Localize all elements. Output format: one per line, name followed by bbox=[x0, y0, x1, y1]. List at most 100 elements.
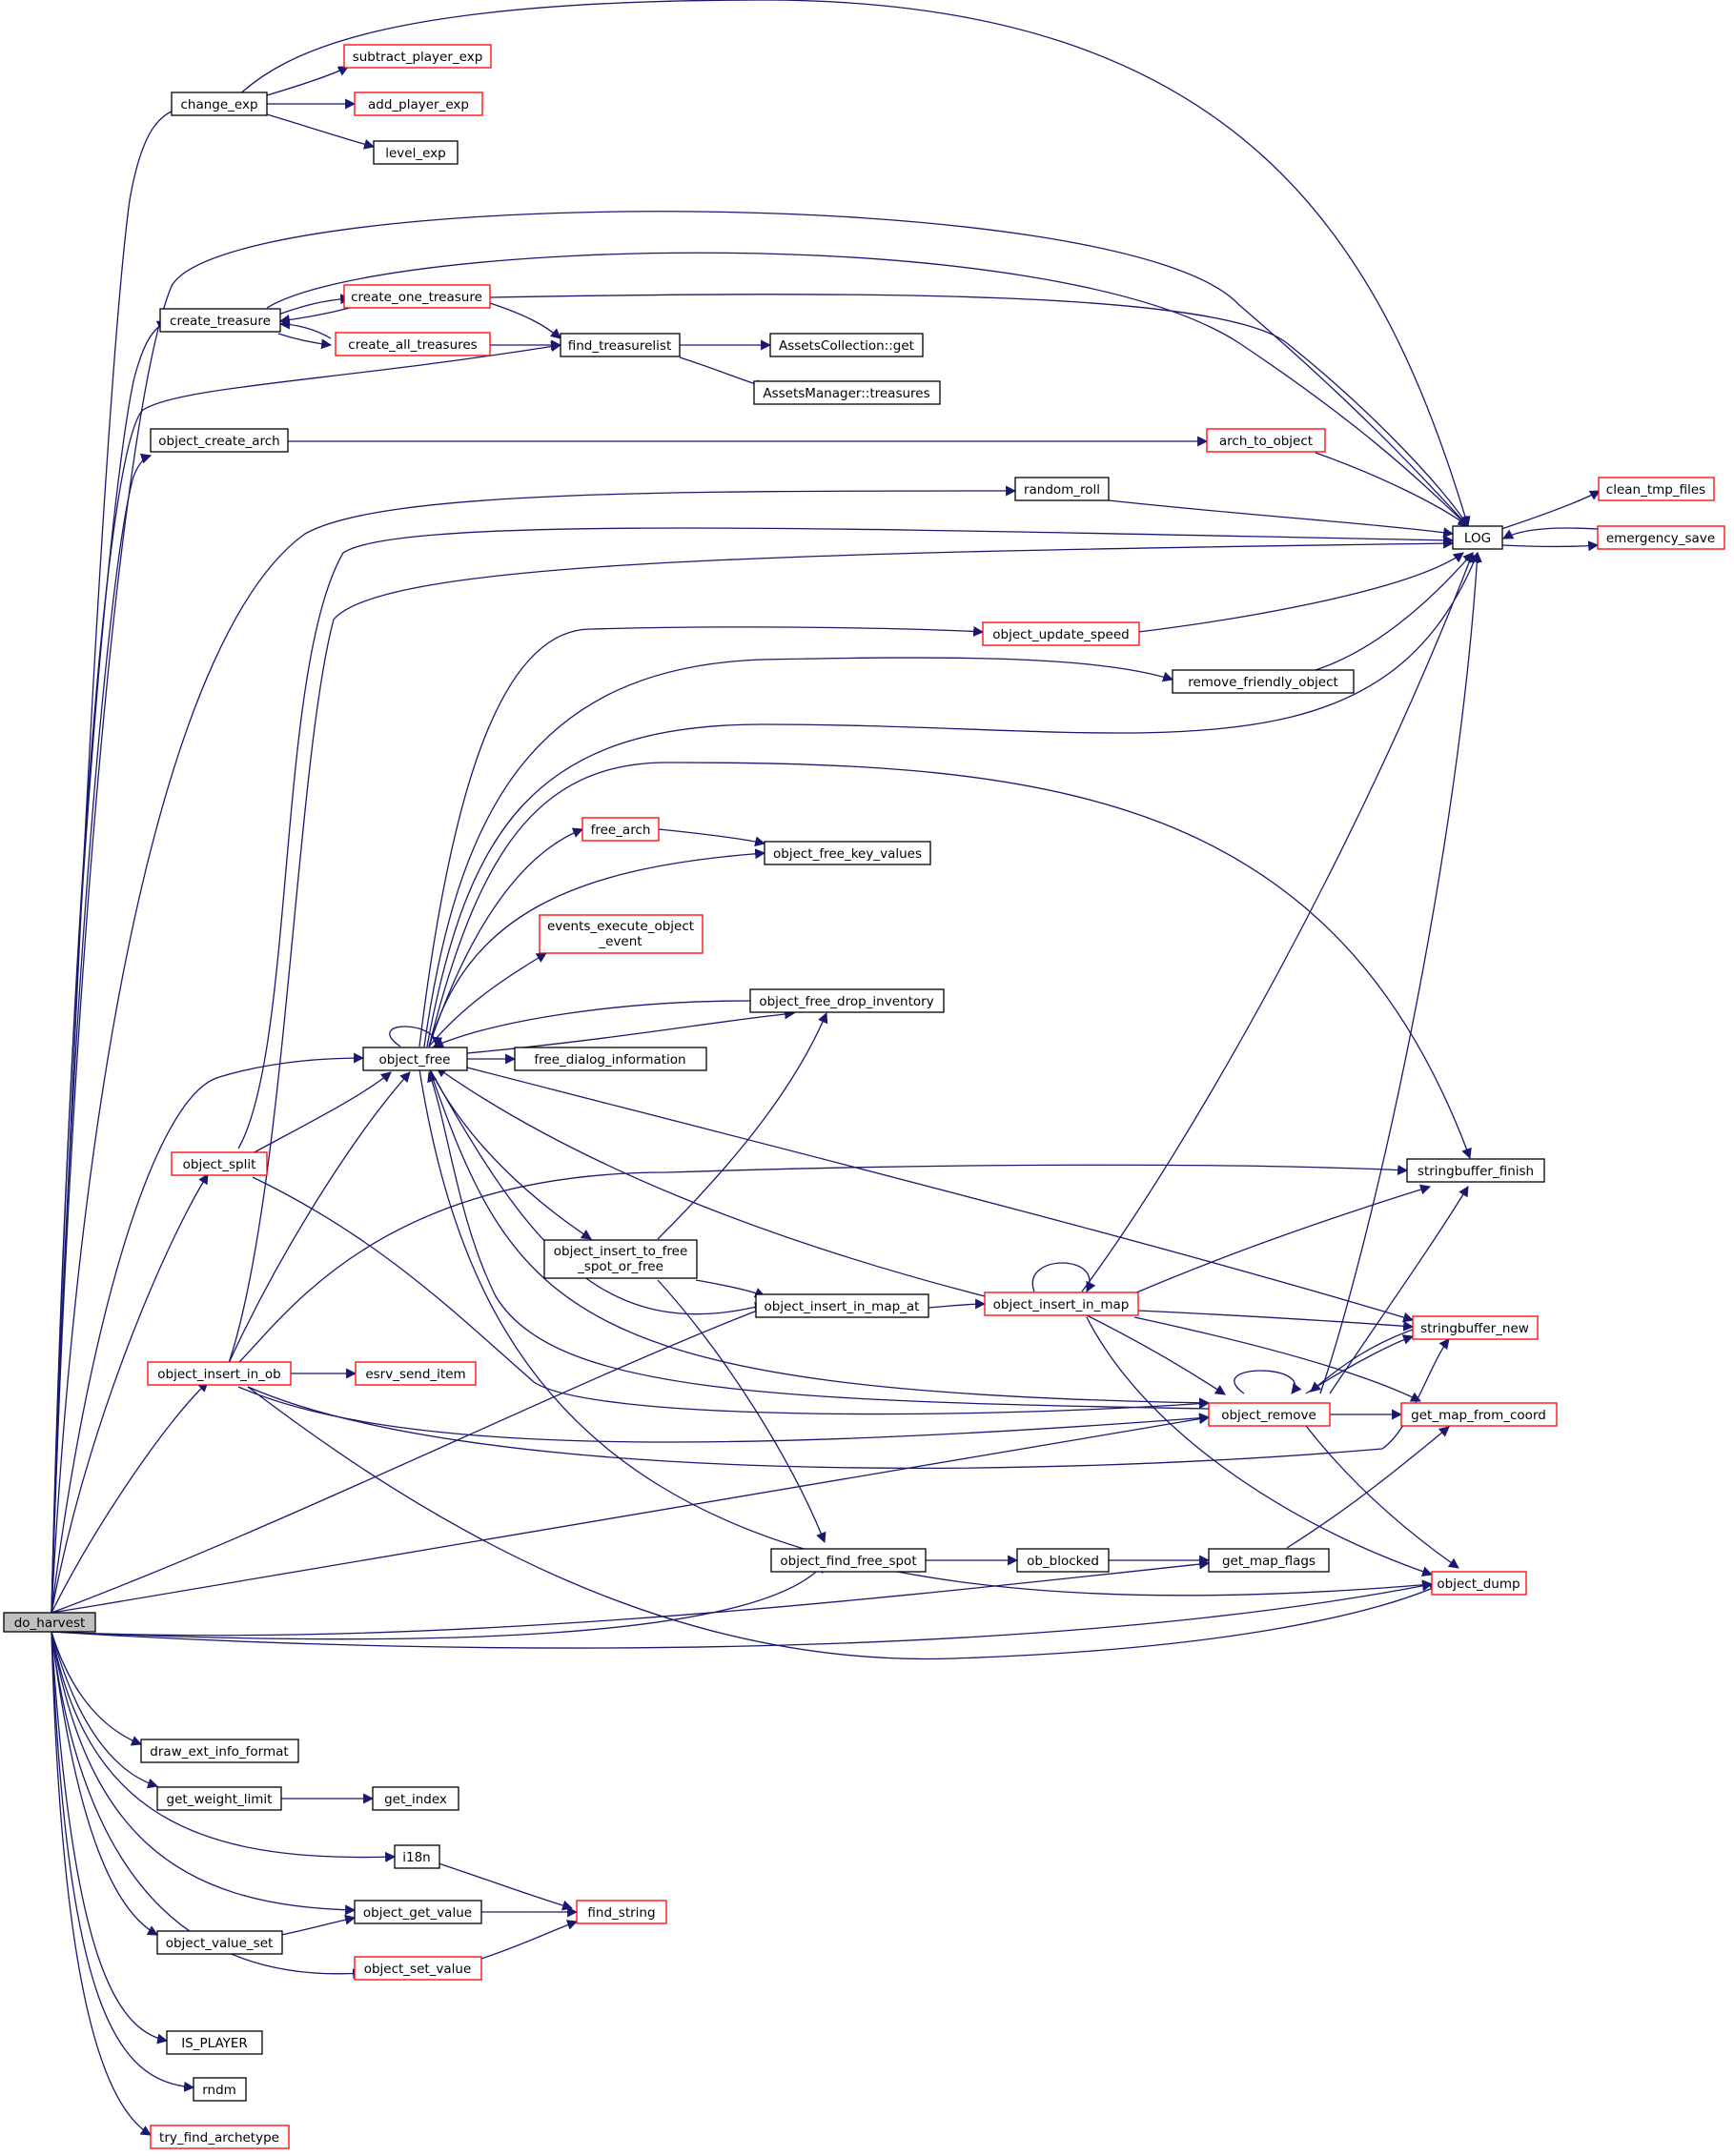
node-get_map_from_coord[interactable]: get_map_from_coord bbox=[1400, 1402, 1558, 1427]
node-get_index[interactable]: get_index bbox=[372, 1786, 459, 1811]
node-random_roll[interactable]: random_roll bbox=[1014, 477, 1110, 501]
edge-object_free-key_values bbox=[428, 848, 766, 1047]
edge-do_harvest-draw_ext_info_format bbox=[51, 1631, 143, 1746]
node-object_value_set[interactable]: object_value_set bbox=[156, 1930, 283, 1955]
node-emergency_save[interactable]: emergency_save bbox=[1597, 525, 1725, 550]
edge-create_treasure-create_all bbox=[277, 333, 333, 350]
edge-drop_inventory-object_free bbox=[432, 1000, 751, 1048]
edge-stringbuffer_new-object_remove bbox=[1310, 1329, 1414, 1393]
node-label: remove_friendly_object bbox=[1188, 675, 1338, 690]
edge-arch_to_object-log bbox=[1315, 452, 1469, 527]
edge-insert_in_ob-object_dump bbox=[247, 1386, 1441, 1660]
edge-create_one-find_treasurelist bbox=[489, 302, 561, 339]
node-label: get_map_from_coord bbox=[1411, 1408, 1546, 1423]
node-create_one_treasure[interactable]: create_one_treasure bbox=[343, 284, 491, 309]
node-object_insert_in_map_at[interactable]: object_insert_in_map_at bbox=[755, 1293, 929, 1318]
node-create_all_treasures[interactable]: create_all_treasures bbox=[335, 332, 491, 356]
node-find_string[interactable]: find_string bbox=[576, 1900, 667, 1924]
node-add_player_exp[interactable]: add_player_exp bbox=[354, 92, 483, 116]
edge-object_remove-self bbox=[1234, 1370, 1302, 1394]
node-object_free[interactable]: object_free bbox=[362, 1047, 468, 1071]
node-label: emergency_save bbox=[1606, 531, 1715, 546]
node-find_treasurelist[interactable]: find_treasurelist bbox=[560, 333, 681, 357]
node-label-line2: _event bbox=[598, 934, 642, 949]
node-stringbuffer_finish[interactable]: stringbuffer_finish bbox=[1406, 1158, 1545, 1183]
node-label: stringbuffer_finish bbox=[1418, 1164, 1534, 1179]
node-free_arch[interactable]: free_arch bbox=[581, 817, 660, 842]
node-stringbuffer_new[interactable]: stringbuffer_new bbox=[1412, 1315, 1539, 1340]
node-draw_ext_info_format[interactable]: draw_ext_info_format bbox=[140, 1739, 299, 1763]
node-object_free_drop_inventory[interactable]: object_free_drop_inventory bbox=[749, 988, 945, 1013]
node-label: create_one_treasure bbox=[351, 290, 482, 305]
node-object_split[interactable]: object_split bbox=[171, 1151, 268, 1176]
node-object_remove[interactable]: object_remove bbox=[1208, 1402, 1331, 1427]
node-i18n[interactable]: i18n bbox=[394, 1844, 440, 1869]
edge-object_remove-object_free bbox=[427, 1070, 1210, 1410]
node-label: object_get_value bbox=[363, 1905, 472, 1921]
node-change_exp[interactable]: change_exp bbox=[171, 92, 268, 116]
node-label: object_free_key_values bbox=[773, 846, 922, 862]
node-clean_tmp_files[interactable]: clean_tmp_files bbox=[1598, 477, 1715, 501]
node-get_map_flags[interactable]: get_map_flags bbox=[1208, 1548, 1330, 1573]
edge-update_speed-log bbox=[1137, 552, 1464, 633]
node-assets_get[interactable]: AssetsCollection::get bbox=[769, 333, 924, 357]
node-object_insert_to_free_spot_or_free[interactable]: object_insert_to_free _spot_or_free bbox=[543, 1239, 698, 1279]
node-object_dump[interactable]: object_dump bbox=[1431, 1571, 1527, 1596]
node-label: do_harvest bbox=[14, 1616, 86, 1631]
node-remove_friendly_object[interactable]: remove_friendly_object bbox=[1172, 669, 1355, 694]
edge-do_harvest-is_player bbox=[51, 1631, 169, 2044]
edge-object_free-events bbox=[428, 952, 547, 1047]
edge-change_exp-subtract bbox=[266, 66, 349, 96]
node-label: rndm bbox=[202, 2083, 236, 2098]
edge-log-emergency bbox=[1501, 540, 1600, 552]
node-assets_treasures[interactable]: AssetsManager::treasures bbox=[753, 380, 941, 405]
edge-object_remove-stringbuffer_finish bbox=[1329, 1186, 1469, 1394]
edge-do_harvest-object_create_arch bbox=[51, 453, 153, 1614]
node-events_execute_object_event[interactable]: events_execute_object _event bbox=[539, 914, 704, 954]
edge-get_map_flags-get_map_from_coord bbox=[1286, 1426, 1450, 1549]
node-label: i18n bbox=[402, 1850, 431, 1865]
edge-do_harvest-object_remove bbox=[51, 1414, 1211, 1614]
edge-do_harvest-object_insert_in_map_at bbox=[51, 1306, 766, 1614]
edge-do_harvest-try_find_archetype bbox=[51, 1631, 152, 2136]
node-log[interactable]: LOG bbox=[1452, 525, 1503, 550]
node-label: object_insert_in_ob bbox=[157, 1367, 280, 1382]
edge-i18n-find_string bbox=[438, 1862, 574, 1911]
node-object_insert_in_map[interactable]: object_insert_in_map bbox=[984, 1292, 1139, 1316]
node-object_set_value[interactable]: object_set_value bbox=[354, 1956, 482, 1981]
node-object_free_key_values[interactable]: object_free_key_values bbox=[764, 841, 931, 865]
node-label: object_insert_in_map bbox=[993, 1297, 1130, 1312]
node-label: create_all_treasures bbox=[348, 337, 477, 353]
edge-do_harvest-object_set_value bbox=[51, 1631, 364, 1980]
node-label: get_weight_limit bbox=[167, 1792, 273, 1807]
node-do_harvest[interactable]: do_harvest bbox=[3, 1612, 96, 1633]
node-is_player[interactable]: IS_PLAYER bbox=[166, 2030, 263, 2055]
edge-insert_in_map-object_remove bbox=[1086, 1314, 1226, 1395]
node-object_insert_in_ob[interactable]: object_insert_in_ob bbox=[147, 1361, 292, 1386]
node-label: try_find_archetype bbox=[159, 2130, 279, 2146]
node-free_dialog_information[interactable]: free_dialog_information bbox=[514, 1047, 707, 1071]
edge-object_free-stringbuffer_finish bbox=[428, 762, 1472, 1160]
node-esrv_send_item[interactable]: esrv_send_item bbox=[355, 1361, 477, 1386]
node-try_find_archetype[interactable]: try_find_archetype bbox=[150, 2125, 290, 2149]
node-create_treasure[interactable]: create_treasure bbox=[159, 308, 281, 333]
edge-insert_in_ob-object_remove bbox=[237, 1386, 1211, 1443]
edge-remove_friendly-log bbox=[1315, 552, 1474, 671]
edge-do_harvest-object_value_set bbox=[51, 1631, 158, 1936]
node-object_update_speed[interactable]: object_update_speed bbox=[982, 621, 1140, 646]
node-level_exp[interactable]: level_exp bbox=[373, 140, 459, 165]
node-label: IS_PLAYER bbox=[181, 2036, 248, 2051]
node-get_weight_limit[interactable]: get_weight_limit bbox=[156, 1786, 282, 1811]
edge-do_harvest-object_insert_in_ob bbox=[51, 1381, 209, 1614]
node-object_create_arch[interactable]: object_create_arch bbox=[150, 428, 289, 453]
edge-do_harvest-log bbox=[51, 211, 1469, 1614]
node-object_find_free_spot[interactable]: object_find_free_spot bbox=[770, 1548, 927, 1573]
node-subtract_player_exp[interactable]: subtract_player_exp bbox=[343, 44, 492, 69]
node-rndm[interactable]: rndm bbox=[193, 2077, 247, 2102]
node-arch_to_object[interactable]: arch_to_object bbox=[1206, 428, 1326, 453]
node-ob_blocked[interactable]: ob_blocked bbox=[1016, 1548, 1110, 1573]
node-object_get_value[interactable]: object_get_value bbox=[354, 1900, 482, 1924]
edge-insert_to_free-find_free_spot bbox=[657, 1279, 826, 1544]
node-label-line1: object_insert_to_free bbox=[554, 1244, 688, 1259]
node-label: object_value_set bbox=[166, 1936, 274, 1951]
